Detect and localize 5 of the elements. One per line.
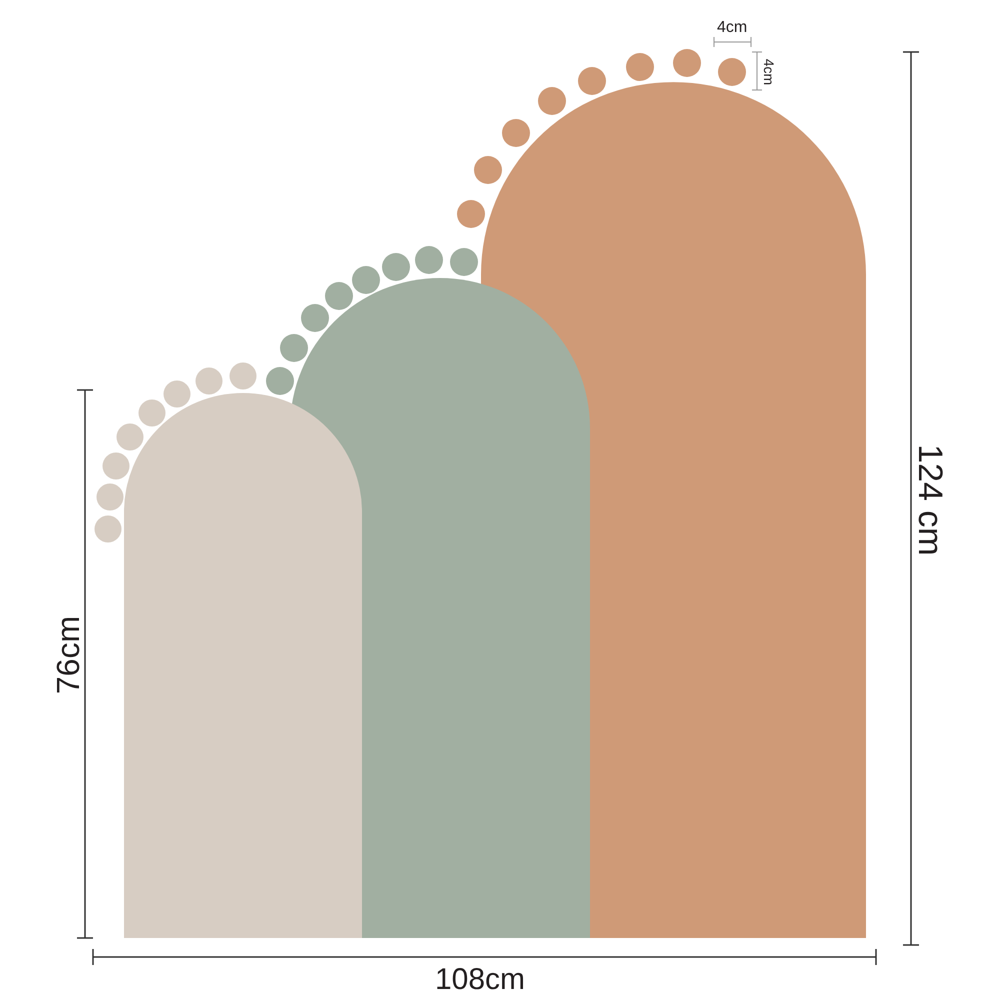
dimension-label: 76cm <box>52 616 84 694</box>
dimension-label: 108cm <box>435 965 526 995</box>
dimension-label: 4cm <box>717 20 748 36</box>
dimension-label: 4cm <box>762 58 776 86</box>
dimension-label: 124 cm <box>912 444 947 556</box>
